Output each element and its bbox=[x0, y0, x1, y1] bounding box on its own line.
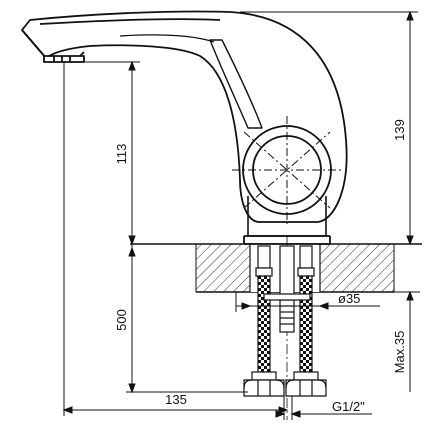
dimension-hole-diameter bbox=[235, 292, 380, 312]
dimension-height-spout bbox=[84, 60, 140, 246]
dimension-label-135: 135 bbox=[165, 392, 187, 407]
supply-hoses bbox=[243, 245, 327, 397]
dimension-hose-length bbox=[126, 244, 248, 394]
dimension-label-500: 500 bbox=[114, 309, 129, 331]
cartridge-centerlines bbox=[232, 116, 344, 224]
dimension-label-113: 113 bbox=[114, 144, 129, 165]
faucet-body bbox=[21, 10, 348, 245]
dimension-height-total bbox=[240, 10, 418, 246]
countertop-section bbox=[130, 243, 422, 293]
dimension-label-139: 139 bbox=[392, 119, 407, 141]
dimension-thread bbox=[275, 396, 372, 420]
dimension-max-thickness bbox=[394, 290, 420, 392]
dimension-label-max35: Max.35 bbox=[392, 331, 407, 374]
dimension-label-thread: G1/2" bbox=[332, 399, 365, 414]
dimension-label-diameter: ø35 bbox=[338, 291, 360, 306]
dimension-spout-reach bbox=[62, 62, 289, 416]
